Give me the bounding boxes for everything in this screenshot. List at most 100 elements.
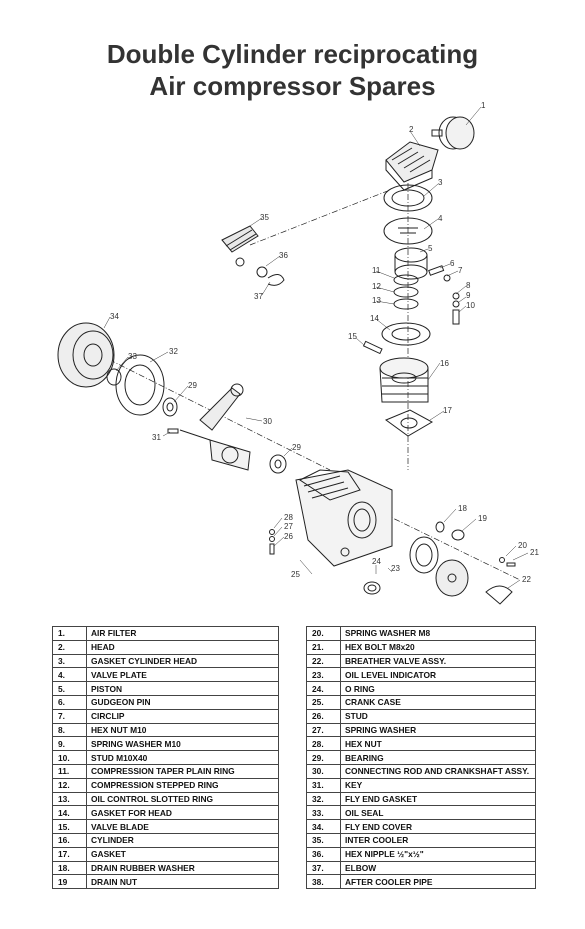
part-number: 30. [306, 763, 341, 779]
parts-row: 38.AFTER COOLER PIPE [306, 874, 536, 890]
part-number: 5. [52, 681, 87, 696]
part-name: COMPRESSION TAPER PLAIN RING [86, 763, 279, 779]
cylinder-head-part [385, 141, 439, 191]
parts-row: 15.VALVE BLADE [52, 819, 279, 834]
cylinder-part [379, 357, 429, 403]
part-name: FLY END GASKET [340, 791, 536, 807]
parts-row: 30.CONNECTING ROD AND CRANKSHAFT ASSY. [306, 763, 536, 779]
part-number: 9. [52, 736, 87, 752]
part-number: 15. [52, 819, 87, 834]
breather-valve-part [435, 559, 513, 605]
callout-34: 34 [110, 312, 119, 321]
parts-row: 16.CYLINDER [52, 832, 279, 848]
parts-row: 35.INTER COOLER [306, 832, 536, 848]
part-name: BEARING [340, 750, 536, 765]
part-name: OIL SEAL [340, 805, 536, 821]
callout-27: 27 [284, 522, 293, 531]
part-number: 22. [306, 653, 341, 669]
part-name: VALVE PLATE [86, 667, 279, 683]
callout-31: 31 [152, 433, 161, 442]
part-name: HEAD [86, 639, 279, 655]
part-name: FLY END COVER [340, 819, 536, 834]
parts-row: 6.GUDGEON PIN [52, 694, 279, 710]
parts-row: 25.CRANK CASE [306, 694, 536, 710]
parts-row: 32.FLY END GASKET [306, 791, 536, 807]
part-name: AFTER COOLER PIPE [340, 874, 536, 890]
part-number: 24. [306, 681, 341, 696]
title-line-2: Air compressor Spares [149, 71, 436, 101]
callout-11: 11 [372, 266, 381, 275]
crankshaft-part [179, 383, 251, 471]
part-number: 38. [306, 874, 341, 890]
callout-1: 1 [481, 101, 486, 110]
callout-16: 16 [440, 359, 449, 368]
part-number: 35. [306, 832, 341, 848]
part-number: 18. [52, 860, 87, 876]
part-name: ELBOW [340, 860, 536, 876]
part-number: 6. [52, 694, 87, 710]
parts-row: 3.GASKET CYLINDER HEAD [52, 653, 279, 669]
part-number: 20. [306, 626, 341, 641]
callout-29a: 29 [188, 381, 197, 390]
parts-row: 2.HEAD [52, 639, 279, 655]
parts-row: 9.SPRING WASHER M10 [52, 736, 279, 752]
callout-22: 22 [522, 575, 531, 584]
part-name: SPRING WASHER [340, 722, 536, 738]
callout-20: 20 [518, 541, 527, 550]
part-number: 27. [306, 722, 341, 738]
part-number: 29. [306, 750, 341, 765]
callout-23: 23 [391, 564, 400, 573]
part-name: KEY [340, 777, 536, 793]
part-number: 34. [306, 819, 341, 834]
part-name: SPRING WASHER M8 [340, 626, 536, 641]
callout-4: 4 [438, 214, 443, 223]
callout-24: 24 [372, 557, 381, 566]
part-name: OIL CONTROL SLOTTED RING [86, 791, 279, 807]
parts-row: 7.CIRCLIP [52, 708, 279, 724]
callout-29b: 29 [292, 443, 301, 452]
callout-13: 13 [372, 296, 381, 305]
parts-row: 1.AIR FILTER [52, 626, 279, 641]
parts-row: 36.HEX NIPPLE ½"x½" [306, 846, 536, 862]
part-name: DRAIN RUBBER WASHER [86, 860, 279, 876]
part-name: GUDGEON PIN [86, 694, 279, 710]
part-name: CIRCLIP [86, 708, 279, 724]
part-number: 31. [306, 777, 341, 793]
fly-end-cover-part [57, 322, 115, 388]
parts-row: 18.DRAIN RUBBER WASHER [52, 860, 279, 876]
part-name: OIL LEVEL INDICATOR [340, 667, 536, 683]
valve-plate-part [383, 217, 433, 245]
part-number: 32. [306, 791, 341, 807]
parts-row: 34.FLY END COVER [306, 819, 536, 834]
callout-26: 26 [284, 532, 293, 541]
parts-row: 31.KEY [306, 777, 536, 793]
part-number: 7. [52, 708, 87, 724]
title-line-1: Double Cylinder reciprocating [106, 39, 479, 69]
part-name: HEX BOLT M8x20 [340, 639, 536, 655]
part-number: 3. [52, 653, 87, 669]
parts-row: 13.OIL CONTROL SLOTTED RING [52, 791, 279, 807]
part-name: VALVE BLADE [86, 819, 279, 834]
air-filter-part [431, 116, 475, 150]
part-name: GASKET CYLINDER HEAD [86, 653, 279, 669]
part-name: COMPRESSION STEPPED RING [86, 777, 279, 793]
part-number: 28. [306, 736, 341, 752]
part-name: PISTON [86, 681, 279, 696]
callout-14: 14 [370, 314, 379, 323]
parts-row: 17.GASKET [52, 846, 279, 862]
part-number: 25. [306, 694, 341, 710]
part-number: 37. [306, 860, 341, 876]
callout-36: 36 [279, 251, 288, 260]
part-number: 2. [52, 639, 87, 655]
parts-row: 4.VALVE PLATE [52, 667, 279, 683]
part-number: 19 [52, 874, 87, 890]
part-number: 1. [52, 626, 87, 641]
callout-35: 35 [260, 213, 269, 222]
part-name: INTER COOLER [340, 832, 536, 848]
part-name: BREATHER VALVE ASSY. [340, 653, 536, 669]
callout-37: 37 [254, 292, 263, 301]
callout-28: 28 [284, 513, 293, 522]
callout-21: 21 [530, 548, 539, 557]
part-number: 36. [306, 846, 341, 862]
